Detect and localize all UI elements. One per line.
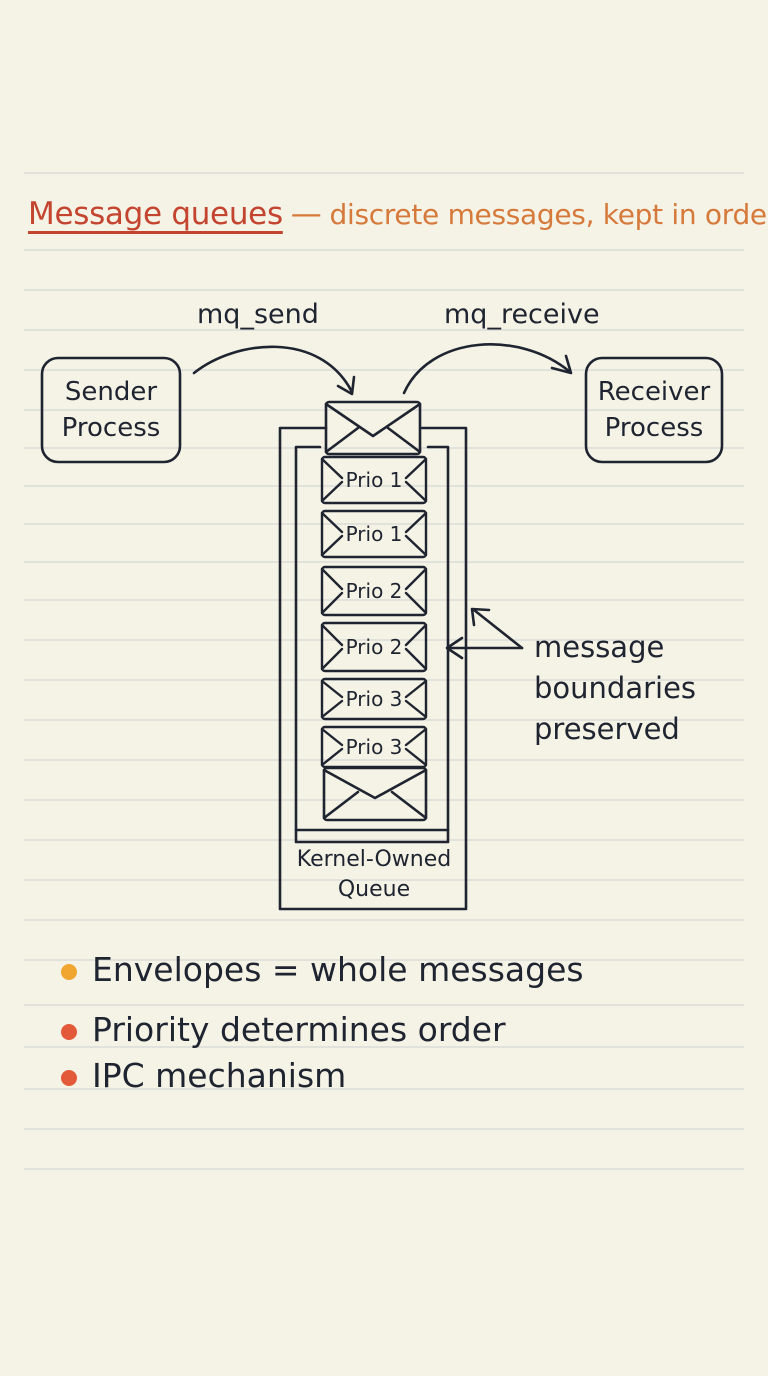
priority-message-envelope-icon bbox=[320, 565, 428, 617]
sender-line1: Sender bbox=[64, 377, 158, 407]
kernel-queue-label: Kernel-Owned Queue bbox=[296, 847, 452, 902]
mq-receive-label: mq_receive bbox=[444, 299, 600, 330]
priority-label: Prio 1 bbox=[345, 468, 403, 492]
title-dash: — bbox=[290, 196, 322, 232]
sender-process-box bbox=[40, 356, 182, 464]
queue-inner-frame bbox=[294, 445, 450, 844]
title-subtitle: discrete messages, kept in order bbox=[329, 198, 768, 231]
priority-label: Prio 2 bbox=[345, 579, 403, 603]
bullet-item-text: IPC mechanism bbox=[92, 1056, 347, 1095]
priority-message-envelope-icon bbox=[320, 455, 428, 505]
bottom-envelope-icon bbox=[322, 766, 428, 822]
bullet-item-text: Envelopes = whole messages bbox=[92, 950, 584, 989]
receiver-line2: Process bbox=[604, 413, 704, 443]
annotation-arrowhead-lower bbox=[445, 636, 464, 660]
receiver-process-box bbox=[584, 356, 724, 464]
receive-arrowhead bbox=[550, 354, 573, 375]
priority-message-envelope-icon bbox=[320, 509, 428, 559]
priority-label: Prio 1 bbox=[345, 522, 403, 546]
bullet-dot-icon bbox=[61, 964, 77, 980]
annotation-arrowhead-upper bbox=[470, 607, 491, 627]
bullet-dot-icon bbox=[61, 1024, 77, 1040]
send-arrow bbox=[192, 345, 354, 394]
sender-process-label: Sender Process bbox=[42, 374, 180, 446]
priority-label: Prio 2 bbox=[345, 635, 403, 659]
sender-line2: Process bbox=[61, 413, 161, 443]
boundaries-annotation: message boundaries preserved bbox=[534, 630, 697, 746]
receive-arrow bbox=[402, 343, 572, 395]
priority-message-envelope-icon bbox=[320, 677, 428, 721]
title-main: Message queues bbox=[28, 196, 283, 232]
priority-message-envelope-icon bbox=[320, 621, 428, 673]
bullet-dot-icon bbox=[61, 1070, 77, 1086]
page-title: Message queues—discrete messages, kept i… bbox=[28, 196, 768, 232]
queue-outer-frame bbox=[278, 426, 468, 911]
mq-send-label: mq_send bbox=[197, 299, 319, 330]
priority-label: Prio 3 bbox=[345, 687, 403, 711]
send-arrowhead bbox=[336, 375, 356, 396]
receiver-line1: Receiver bbox=[597, 377, 711, 407]
receiver-process-label: Receiver Process bbox=[586, 374, 722, 446]
bullet-item-text: Priority determines order bbox=[92, 1010, 506, 1049]
priority-label: Prio 3 bbox=[345, 735, 403, 759]
incoming-envelope-icon bbox=[324, 400, 422, 456]
annotation-arrow-upper bbox=[472, 608, 524, 650]
priority-message-envelope-icon bbox=[320, 725, 428, 769]
